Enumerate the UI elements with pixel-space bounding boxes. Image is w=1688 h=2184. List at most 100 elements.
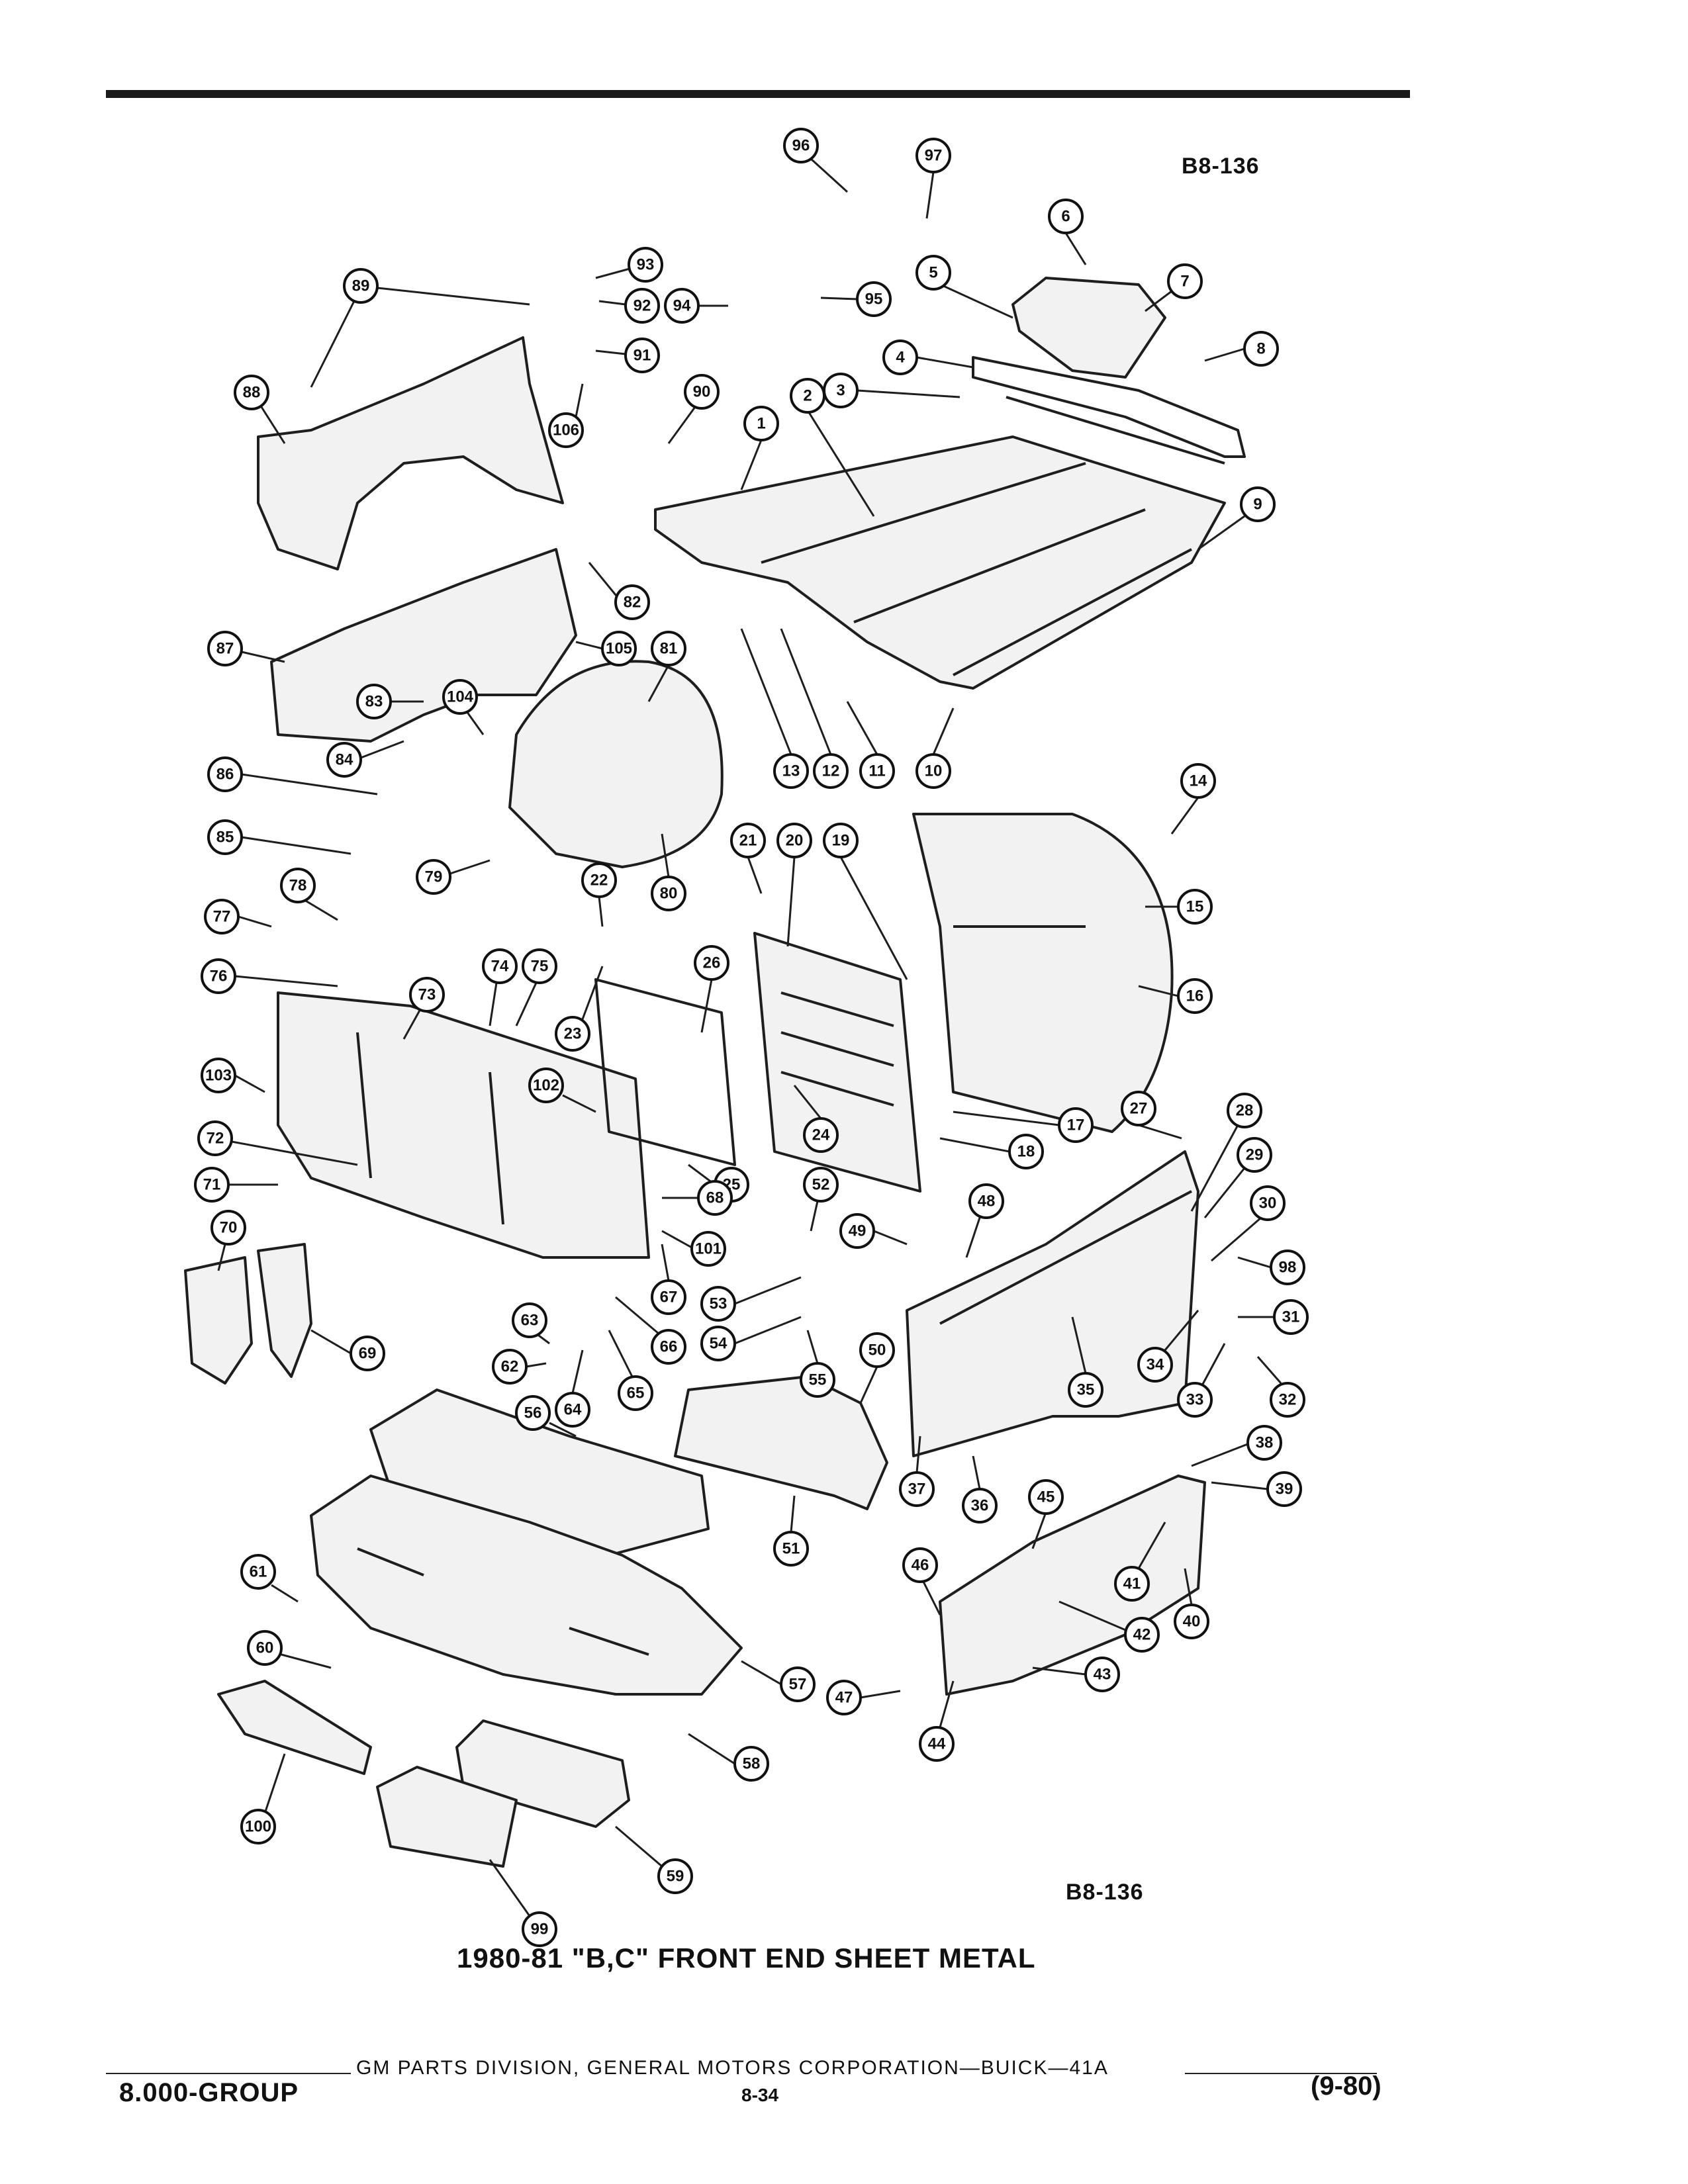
- svg-text:9: 9: [1253, 496, 1262, 514]
- callout-34: 34: [1137, 1310, 1199, 1383]
- svg-text:66: 66: [660, 1338, 678, 1356]
- svg-text:95: 95: [865, 291, 883, 308]
- svg-text:18: 18: [1017, 1143, 1035, 1161]
- page-number: 8-34: [741, 2085, 779, 2105]
- callout-86: 86: [207, 756, 378, 796]
- svg-text:88: 88: [243, 384, 261, 402]
- svg-text:83: 83: [365, 693, 383, 711]
- fan-shroud: [912, 813, 1174, 1133]
- callout-70: 70: [211, 1210, 246, 1271]
- callout-56: 56: [515, 1395, 577, 1437]
- svg-text:24: 24: [812, 1126, 830, 1144]
- svg-text:84: 84: [336, 751, 353, 769]
- callout-98: 98: [1237, 1250, 1305, 1285]
- svg-text:59: 59: [667, 1868, 684, 1886]
- callout-95: 95: [820, 281, 892, 317]
- callout-23: 23: [555, 966, 604, 1052]
- callout-101: 101: [661, 1230, 726, 1267]
- callout-29: 29: [1203, 1137, 1272, 1218]
- svg-text:19: 19: [832, 832, 850, 850]
- callout-37: 37: [899, 1435, 935, 1507]
- callout-33: 33: [1177, 1343, 1226, 1418]
- callout-89: 89: [310, 268, 530, 388]
- svg-text:103: 103: [205, 1067, 232, 1085]
- svg-text:85: 85: [216, 829, 234, 846]
- svg-text:96: 96: [792, 137, 810, 155]
- svg-text:75: 75: [531, 958, 549, 976]
- svg-text:23: 23: [564, 1025, 582, 1043]
- callout-51: 51: [773, 1495, 809, 1567]
- svg-text:82: 82: [624, 594, 641, 612]
- callout-82: 82: [588, 562, 650, 620]
- diagram-caption: 1980-81 "B,C" FRONT END SHEET METAL: [457, 1942, 1036, 1974]
- callout-42: 42: [1058, 1600, 1160, 1653]
- svg-text:60: 60: [256, 1639, 274, 1657]
- footer-rule-right: [1185, 2073, 1377, 2074]
- fender-lower-molding: [939, 1475, 1206, 1696]
- svg-text:76: 76: [210, 968, 228, 985]
- callout-32: 32: [1256, 1356, 1305, 1418]
- svg-text:81: 81: [660, 640, 678, 658]
- condenser: [594, 978, 736, 1166]
- callout-87: 87: [207, 631, 285, 666]
- callout-64: 64: [555, 1349, 590, 1428]
- callout-40: 40: [1174, 1568, 1209, 1639]
- callout-100: 100: [240, 1753, 286, 1844]
- svg-text:33: 33: [1186, 1391, 1204, 1409]
- callout-65: 65: [608, 1330, 653, 1411]
- callout-31: 31: [1238, 1299, 1309, 1335]
- callout-3: 3: [823, 373, 961, 408]
- callout-17: 17: [953, 1107, 1094, 1143]
- svg-text:80: 80: [660, 885, 678, 903]
- svg-text:93: 93: [637, 256, 655, 274]
- callout-19: 19: [823, 823, 908, 980]
- callout-50: 50: [859, 1332, 895, 1404]
- svg-text:69: 69: [359, 1345, 377, 1363]
- svg-text:37: 37: [908, 1480, 926, 1498]
- svg-text:64: 64: [564, 1401, 582, 1419]
- callout-35: 35: [1068, 1316, 1103, 1408]
- callout-78: 78: [280, 868, 338, 921]
- callout-48: 48: [965, 1183, 1004, 1258]
- svg-text:45: 45: [1037, 1488, 1055, 1506]
- svg-text:17: 17: [1067, 1116, 1085, 1134]
- svg-text:98: 98: [1279, 1259, 1297, 1277]
- svg-text:13: 13: [782, 762, 800, 780]
- svg-text:39: 39: [1276, 1480, 1293, 1498]
- svg-text:90: 90: [693, 383, 711, 401]
- callout-10: 10: [915, 707, 955, 789]
- callout-45: 45: [1028, 1479, 1064, 1549]
- footer-source: GM PARTS DIVISION, GENERAL MOTORS CORPOR…: [356, 2057, 1109, 2079]
- svg-text:100: 100: [245, 1818, 271, 1836]
- callout-104: 104: [442, 679, 485, 735]
- callout-73: 73: [402, 977, 445, 1040]
- callout-102: 102: [528, 1068, 596, 1113]
- callout-22: 22: [581, 862, 617, 927]
- svg-text:99: 99: [531, 1921, 549, 1938]
- svg-text:38: 38: [1256, 1434, 1274, 1452]
- svg-text:31: 31: [1282, 1308, 1300, 1326]
- hood-panel: [654, 435, 1226, 690]
- callout-99: 99: [489, 1859, 557, 1947]
- callout-20: 20: [776, 823, 812, 947]
- callout-84: 84: [326, 740, 404, 778]
- hood-seal-strips: [972, 277, 1246, 465]
- callout-14: 14: [1170, 763, 1216, 835]
- svg-text:2: 2: [803, 387, 812, 405]
- callout-26: 26: [694, 945, 729, 1033]
- callout-36: 36: [962, 1455, 998, 1524]
- callout-79: 79: [416, 859, 491, 895]
- callout-52: 52: [803, 1167, 839, 1232]
- callout-61: 61: [240, 1554, 299, 1603]
- front-fender-left: [257, 336, 564, 570]
- callout-41: 41: [1114, 1522, 1166, 1602]
- headlamp-bezel: [376, 1719, 630, 1868]
- svg-text:35: 35: [1077, 1381, 1095, 1399]
- callout-77: 77: [204, 899, 272, 934]
- svg-text:14: 14: [1190, 772, 1207, 790]
- svg-text:94: 94: [673, 297, 691, 315]
- callout-57: 57: [741, 1660, 816, 1702]
- svg-text:21: 21: [739, 832, 757, 850]
- svg-text:91: 91: [633, 347, 651, 365]
- reference-code-top: B8-136: [1182, 154, 1260, 179]
